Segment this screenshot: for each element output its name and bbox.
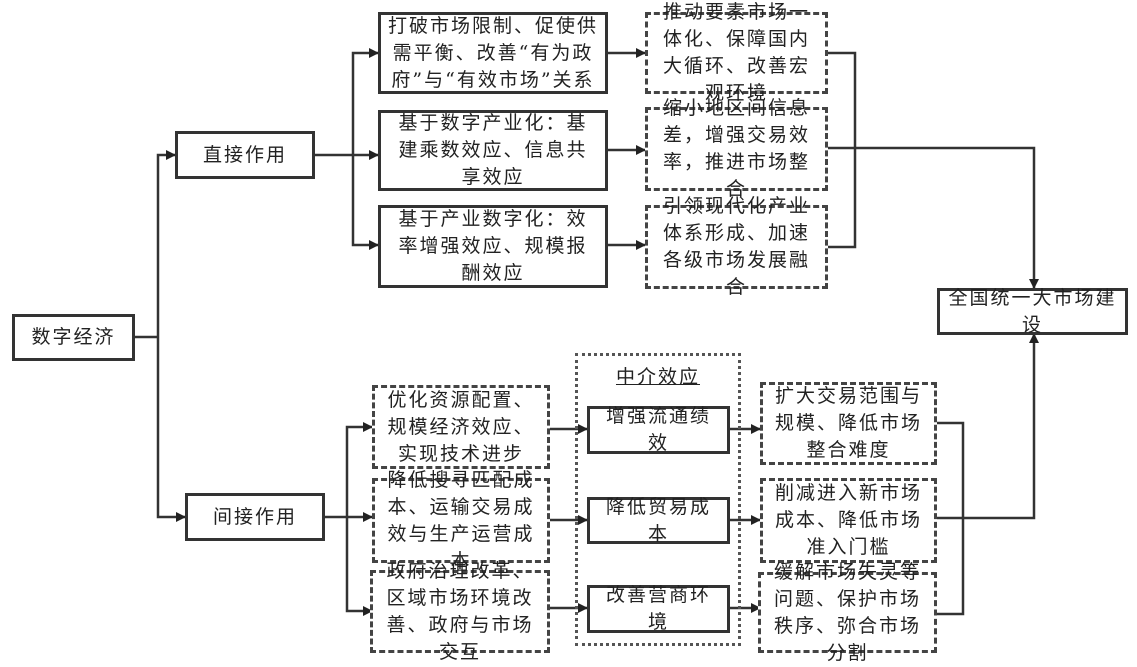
direct-mechanism-1: 打破市场限制、促使供需平衡、改善“有为政府”与“有效市场”关系 [378, 12, 608, 94]
indirect-outcome-1-label: 扩大交易范围与规模、降低市场整合难度 [774, 385, 922, 461]
root-label: 数字经济 [31, 326, 116, 348]
indirect-mechanism-3: 政府治理改革、区域市场环境改善、政府与市场交互 [370, 560, 550, 663]
root-node: 数字经济 [12, 314, 135, 361]
target-label: 全国统一大市场建设 [948, 286, 1117, 336]
mediation-title: 中介效应 [615, 366, 700, 388]
indirect-outcome-2-label: 削减进入新市场成本、降低市场准入门槛 [774, 482, 922, 558]
direct-outcome-1-label: 推动要素市场一体化、保障国内大循环、改善宏观环境 [662, 1, 810, 104]
direct-outcome-1: 推动要素市场一体化、保障国内大循环、改善宏观环境 [645, 1, 828, 104]
direct-mechanism-2: 基于数字产业化：基建乘数效应、信息共享效应 [378, 110, 608, 191]
direct-outcome-bracket [828, 51, 857, 249]
indirect-outcome-2: 削减进入新市场成本、降低市场准入门槛 [760, 478, 937, 563]
root-to-direct-arrow [156, 150, 176, 337]
direct-mechanism-2-label: 基于数字产业化：基建乘数效应、信息共享效应 [398, 112, 588, 188]
mediation-item-3-label: 改善营商环境 [605, 584, 711, 633]
direct-mechanism-3-label: 基于产业数字化：效率增强效应、规模报酬效应 [398, 208, 588, 284]
mediation-item-2-label: 降低贸易成本 [605, 495, 711, 545]
indirect-mechanism-1-label: 优化资源配置、规模经济效应、实现技术进步 [387, 388, 535, 465]
indirect-mechanism-2: 降低搜寻匹配成本、运输交易成效与生产运营成本 [372, 469, 550, 572]
mediation-item-1-label: 增强流通绩效 [605, 405, 711, 454]
direct-outcome-2-label: 缩小地区间信息差，增强交易效率，推进市场整合 [662, 97, 810, 200]
indirect-to-mech-1-arrow [345, 422, 373, 517]
indirect-to-mech-3-arrow [345, 517, 373, 616]
direct-to-mech-1-arrow [351, 48, 379, 155]
target-node: 全国统一大市场建设 [937, 287, 1128, 336]
mediation-group [575, 353, 741, 646]
indirect-effect-label: 间接作用 [212, 505, 297, 528]
mediation-item-2: 降低贸易成本 [587, 496, 730, 545]
mediation-item-1: 增强流通绩效 [587, 405, 730, 454]
indirect-outcome-3-label: 缓解市场失灵等问题、保护市场秩序、弥合市场分割 [773, 560, 921, 664]
direct-to-target-arrow [828, 146, 1039, 289]
direct-mechanism-1-label: 打破市场限制、促使供需平衡、改善“有为政府”与“有效市场”关系 [387, 14, 598, 91]
indirect-outcome-3: 缓解市场失灵等问题、保护市场秩序、弥合市场分割 [758, 561, 937, 664]
indirect-outcome-1: 扩大交易范围与规模、降低市场整合难度 [760, 382, 937, 465]
mediation-item-3: 改善营商环境 [587, 584, 730, 633]
direct-outcome-2: 缩小地区间信息差，增强交易效率，推进市场整合 [645, 97, 828, 200]
direct-effect-node: 直接作用 [175, 131, 315, 179]
direct-effect-label: 直接作用 [202, 143, 287, 166]
indirect-mechanism-3-label: 政府治理改革、区域市场环境改善、政府与市场交互 [386, 559, 534, 663]
root-to-indirect-arrow [156, 337, 186, 522]
indirect-effect-node: 间接作用 [185, 493, 325, 541]
direct-outcome-3: 引领现代化产业体系形成、加速各级市场发展融合 [645, 195, 828, 298]
direct-outcome-3-label: 引领现代化产业体系形成、加速各级市场发展融合 [662, 195, 810, 298]
indirect-to-target-arrow [937, 333, 1039, 520]
direct-mechanism-3: 基于产业数字化：效率增强效应、规模报酬效应 [378, 205, 608, 288]
direct-to-mech-3-arrow [351, 155, 379, 250]
indirect-mechanism-2-label: 降低搜寻匹配成本、运输交易成效与生产运营成本 [387, 468, 535, 572]
indirect-mechanism-1: 优化资源配置、规模经济效应、实现技术进步 [372, 385, 550, 469]
